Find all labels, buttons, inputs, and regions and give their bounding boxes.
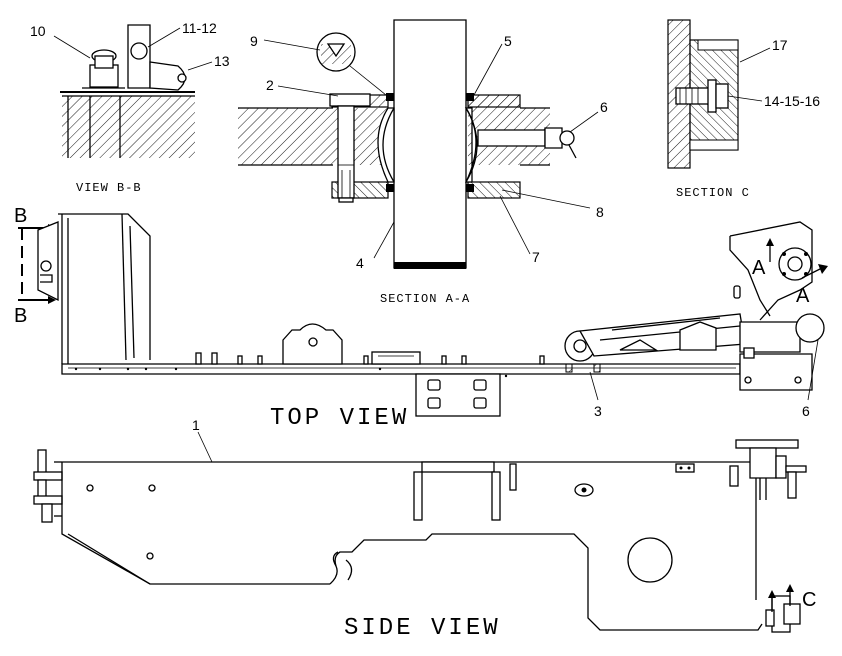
callout-3: 3 bbox=[594, 403, 602, 419]
side-view-drawing bbox=[33, 431, 807, 633]
callout-9: 9 bbox=[250, 33, 258, 49]
view-bb-drawing bbox=[53, 24, 213, 158]
callout-11-12: 11-12 bbox=[182, 20, 217, 36]
section-c-title: SECTION C bbox=[676, 186, 750, 200]
callout-6-section: 6 bbox=[600, 99, 608, 115]
section-aa-drawing bbox=[238, 19, 599, 269]
section-c-drawing bbox=[667, 19, 771, 169]
section-marker-a-lower: A bbox=[796, 285, 810, 307]
callout-6-top: 6 bbox=[802, 403, 810, 419]
top-view-title: TOP VIEW bbox=[270, 405, 409, 432]
callout-13: 13 bbox=[214, 53, 230, 69]
callout-14-15-16: 14-15-16 bbox=[764, 93, 820, 109]
callout-4: 4 bbox=[356, 255, 364, 271]
callout-5: 5 bbox=[504, 33, 512, 49]
section-marker-b-top: B bbox=[14, 205, 27, 227]
view-bb-title: VIEW B-B bbox=[76, 181, 142, 195]
section-marker-a-upper: A bbox=[752, 257, 766, 279]
section-marker-c: C bbox=[802, 589, 816, 611]
callout-7: 7 bbox=[532, 249, 540, 265]
callout-1: 1 bbox=[192, 417, 200, 433]
top-view-drawing bbox=[18, 213, 828, 417]
section-aa-title: SECTION A-A bbox=[380, 292, 470, 306]
callout-10: 10 bbox=[30, 23, 46, 39]
section-marker-b-bottom: B bbox=[14, 305, 27, 327]
callout-17: 17 bbox=[772, 37, 788, 53]
callout-2: 2 bbox=[266, 77, 274, 93]
callout-8: 8 bbox=[596, 204, 604, 220]
side-view-title: SIDE VIEW bbox=[344, 615, 501, 642]
